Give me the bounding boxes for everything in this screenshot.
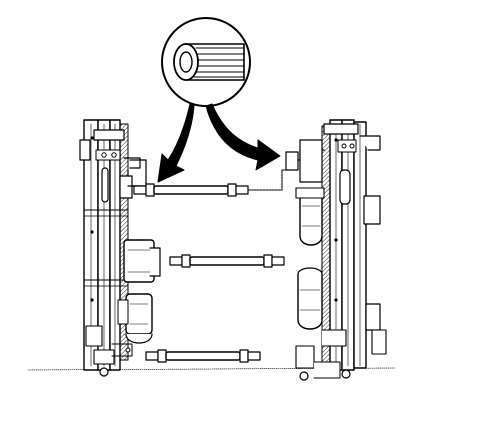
right-seat-adjuster-track	[285, 119, 387, 381]
lower-drive-shaft	[145, 349, 261, 363]
left-lower-motor	[117, 293, 153, 344]
shaft-end-detail	[161, 17, 251, 107]
left-upper-motor	[123, 239, 161, 283]
right-lower-motor	[297, 267, 323, 330]
right-upper-motor	[295, 187, 325, 246]
middle-drive-shaft	[169, 254, 285, 268]
left-seat-adjuster-track	[79, 119, 161, 377]
upper-drive-shaft	[127, 159, 291, 197]
arrow-to-right-track	[205, 103, 281, 171]
arrow-to-left-track	[157, 103, 195, 183]
